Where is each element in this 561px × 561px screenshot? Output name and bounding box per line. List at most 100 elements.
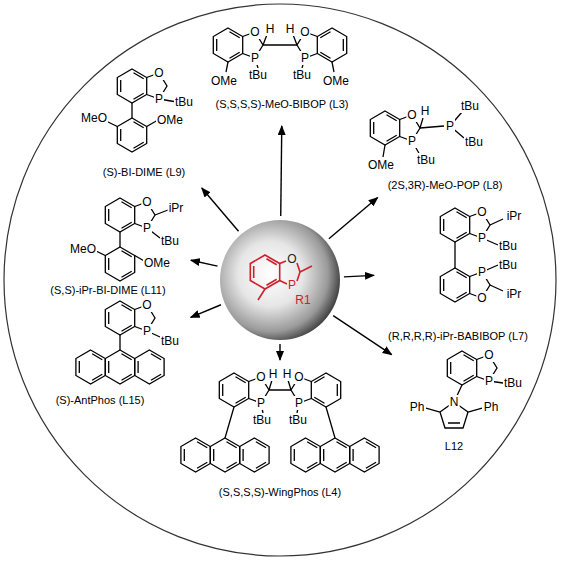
bonds (120, 331, 160, 350)
atom-label: O (286, 252, 297, 266)
atom-label: tBu (498, 258, 518, 272)
atom-label: O (299, 25, 310, 39)
atom-label: O (476, 205, 487, 219)
ligand-name: (S)-AntPhos (L15) (55, 394, 146, 407)
atom-label: OMe (156, 113, 184, 127)
ligand-name: (R,R,R,R)-iPr-BABIBOP (L7) (387, 330, 529, 343)
atom-label: tBu (174, 95, 194, 109)
atom-label: tBu (503, 376, 523, 390)
atom-label: O (293, 370, 304, 384)
bonds (225, 380, 335, 438)
atom-label: N (449, 395, 460, 409)
ligand-structure: OiPrPtButBuPiPrO(R,R,R,R)-iPr-BABIBOP (L… (378, 198, 538, 345)
atom-label: tBu (498, 239, 518, 253)
atom-label: P (154, 92, 164, 106)
benzene-ring (250, 255, 279, 289)
atom-label: tBu (292, 68, 312, 82)
atom-label: P (445, 119, 455, 133)
atom-label: P (250, 51, 260, 65)
ligand-name: (S,S,S,S)-MeO-BIBOP (L3) (214, 98, 349, 111)
atom-label: MeO (69, 242, 97, 256)
atom-label: Ph (483, 400, 500, 414)
atom-label: tBu (460, 99, 480, 113)
atom-label: R1 (294, 293, 311, 307)
atom-label: O (141, 298, 152, 312)
atom-label: O (483, 348, 494, 362)
outer-ring (4, 4, 556, 556)
atom-label: H (420, 104, 431, 118)
atom-label: Ph (409, 400, 426, 414)
ligand-structure: OPtBuMeO OMe (S)-BI-DIME (L9) (75, 40, 200, 185)
ligand-name: L12 (444, 440, 464, 453)
anthracene (291, 438, 379, 472)
atom-label: O (476, 291, 487, 305)
atom-label: MeO (80, 111, 108, 125)
atom-label: tBu (252, 413, 272, 427)
arrow (279, 344, 280, 360)
atom-label: O (153, 66, 164, 80)
atom-label: OMe (210, 74, 238, 88)
atom-label: H (265, 22, 276, 36)
atom-label: P (407, 134, 417, 148)
ligand-structure: OHHOPPtButBu(S,S,S,S)-WingPhos (L4) (175, 364, 385, 503)
atom-label: iPr (168, 201, 185, 215)
atom-label: O (141, 195, 152, 209)
arrow (281, 126, 282, 216)
atom-label: O (249, 25, 260, 39)
atom-label: tBu (160, 334, 180, 348)
arrow (202, 188, 239, 231)
ligand-name: (S,S,S,S)-WingPhos (L4) (218, 486, 342, 499)
atom-label: iPr (506, 209, 523, 223)
atom-label: H (268, 367, 279, 381)
core-sphere (220, 220, 340, 340)
bonds (426, 381, 503, 428)
atom-label: O (406, 108, 417, 122)
aryl-ring (117, 118, 146, 152)
bonds (383, 112, 464, 157)
ligand-name: (S)-BI-DIME (L9) (102, 166, 187, 179)
anthracene (181, 438, 269, 472)
arrow (333, 316, 391, 355)
arrow (191, 260, 218, 266)
core-sphere: OPR1 (220, 220, 340, 340)
atom-label: OMe (367, 158, 395, 172)
atom-label: P (287, 278, 297, 292)
ligand-structure: OPtBuPhNPhL12 (395, 346, 530, 458)
atom-label: P (300, 51, 310, 65)
ligand-name: (S,S)-iPr-BI-DIME (L11) (49, 284, 166, 297)
atom-label: tBu (248, 68, 268, 82)
ligand-structure: OiPrPtBuMeO OMe (S,S)-iPr-BI-DIME (L11) (35, 185, 187, 300)
atom-label: OMe (143, 256, 171, 270)
aryl-ring (105, 247, 134, 281)
atom-label: tBu (464, 135, 484, 149)
ligand-name: (2S,3R)-MeO-POP (L8) (387, 179, 504, 192)
ligand-structure: OPtBu (S)-AntPhos (L15) (25, 296, 187, 410)
bonds (455, 219, 503, 291)
ligand-structure: OHHOPPtButBuOMeOMe(S,S,S,S)-MeO-BIBOP (L… (200, 4, 365, 122)
atom-label: P (142, 324, 152, 338)
atom-label: P (477, 265, 487, 279)
arrow (191, 305, 221, 318)
atom-label: P (256, 396, 266, 410)
atom-label: tBu (416, 153, 436, 167)
atom-label: H (282, 367, 293, 381)
atom-label: P (294, 396, 304, 410)
bonds (94, 210, 168, 262)
arrow (344, 275, 374, 276)
atom-label: tBu (288, 413, 308, 427)
atom-label: P (477, 231, 487, 245)
anthracene (76, 350, 164, 384)
atom-label: tBu (160, 234, 180, 248)
atom-label: P (142, 221, 152, 235)
atom-label: iPr (506, 287, 523, 301)
ligand-structure: tBuOHPPtButBuOMe(2S,3R)-MeO-POP (L8) (365, 95, 515, 195)
atom-label: H (285, 22, 296, 36)
atom-label: OMe (322, 74, 350, 88)
bonds (226, 32, 334, 72)
atom-label: P (484, 374, 494, 388)
arrow (329, 198, 378, 239)
atom-label: O (255, 370, 266, 384)
